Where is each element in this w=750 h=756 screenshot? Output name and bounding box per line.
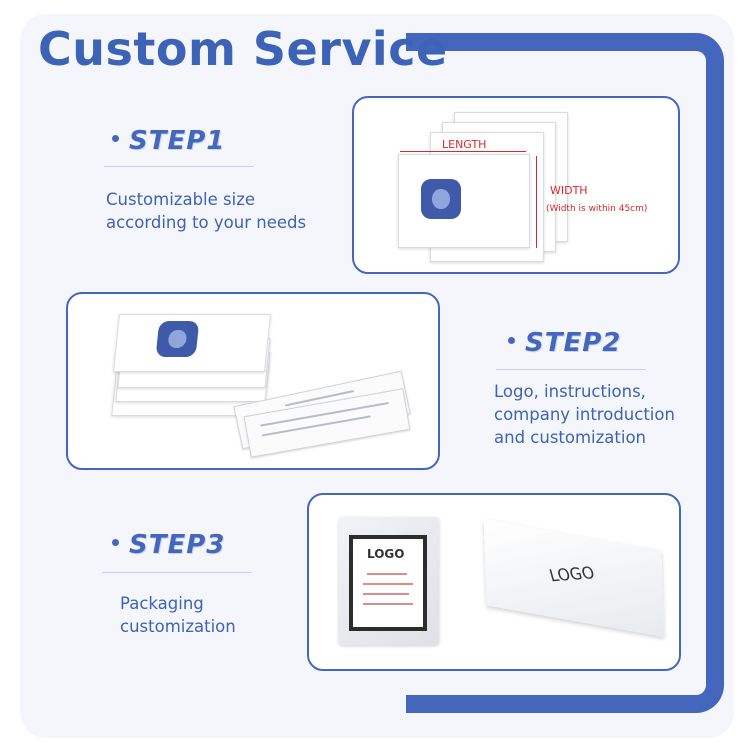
width-dimension-line — [536, 156, 537, 248]
box-logo-text: LOGO — [547, 562, 597, 586]
packaging-pouch: LOGO — [339, 517, 439, 645]
step1-image-card: LENGTH WIDTH (Width is within 45cm) — [352, 96, 680, 274]
width-label: WIDTH — [550, 184, 588, 197]
step2-text-line: company introduction — [494, 405, 675, 424]
bullet-dot-icon — [112, 135, 119, 142]
step1-heading: STEP1 — [112, 126, 225, 156]
step1-divider — [104, 166, 254, 167]
step2-heading-text: STEP2 — [525, 328, 622, 358]
pouch-logo-text: LOGO — [367, 547, 405, 561]
step3-text-line: Packaging — [120, 594, 204, 613]
step3-description: Packaging customization — [120, 592, 236, 638]
decorative-frame — [406, 33, 724, 713]
bullet-dot-icon — [508, 337, 515, 344]
packaging-box: LOGO — [483, 518, 665, 638]
step1-description: Customizable size according to your need… — [106, 188, 306, 234]
step2-text-line: Logo, instructions, — [494, 382, 646, 401]
step2-text-line: and customization — [494, 428, 647, 447]
bullet-dot-icon — [112, 539, 119, 546]
step1-text-line: Customizable size — [106, 190, 256, 209]
step1-text-line: according to your needs — [106, 213, 307, 232]
step3-divider — [102, 572, 252, 573]
step3-heading-text: STEP3 — [129, 530, 226, 560]
step2-image-card — [66, 292, 440, 470]
step3-heading: STEP3 — [112, 530, 225, 560]
bag-flange-icon — [155, 321, 200, 357]
step3-image-card: LOGO LOGO — [307, 493, 681, 671]
page-title: Custom Service — [38, 22, 448, 76]
bag-flange-icon — [421, 179, 461, 219]
filter-bag-front — [398, 154, 530, 248]
step1-heading-text: STEP1 — [129, 126, 226, 156]
step2-heading: STEP2 — [508, 328, 621, 358]
width-note: (Width is within 45cm) — [546, 204, 648, 214]
step2-description: Logo, instructions, company introduction… — [494, 380, 675, 449]
length-dimension-line — [400, 151, 526, 152]
step2-divider — [496, 369, 646, 370]
filter-bag-top — [112, 314, 272, 372]
length-label: LENGTH — [442, 138, 487, 151]
step3-text-line: customization — [120, 617, 236, 636]
pouch-label: LOGO — [349, 535, 427, 631]
